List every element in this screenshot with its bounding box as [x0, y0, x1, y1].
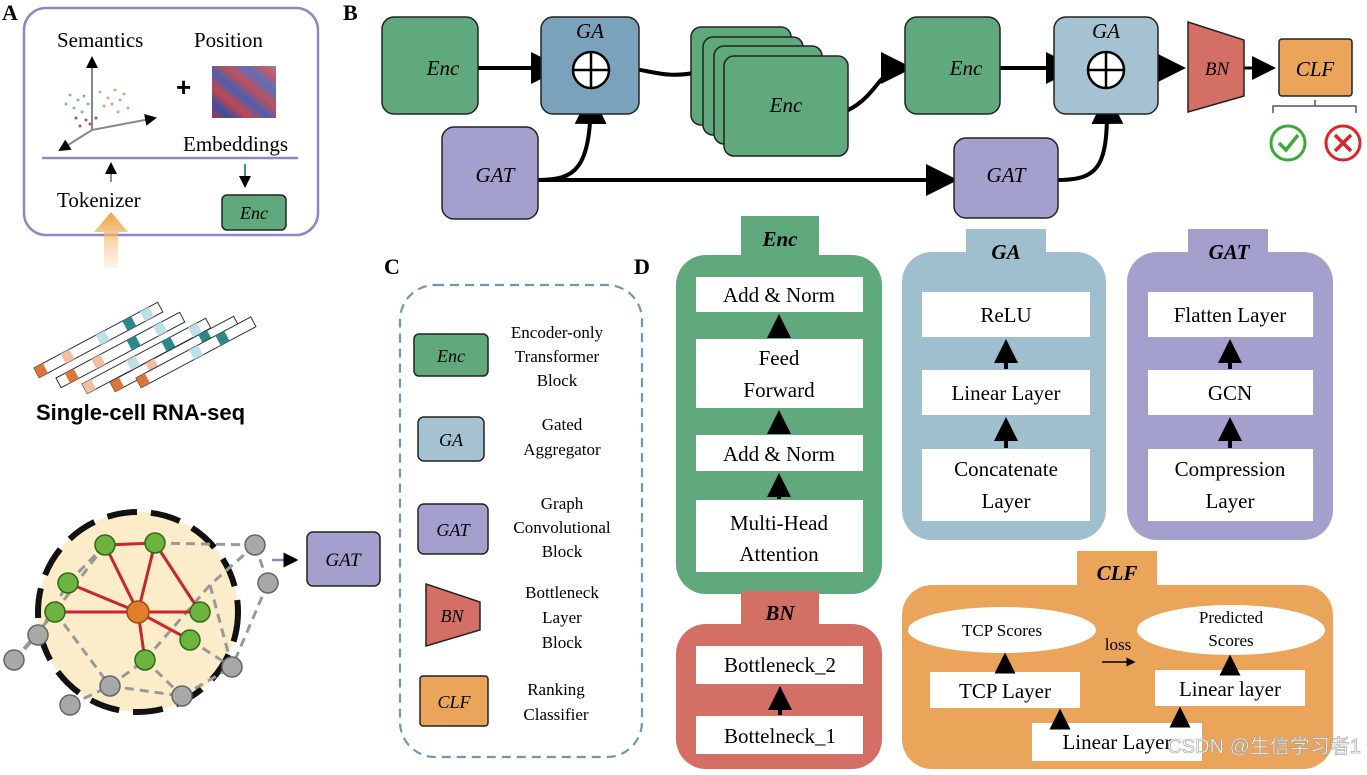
svg-text:Transformer: Transformer: [515, 347, 600, 366]
svg-text:Linear layer: Linear layer: [1179, 677, 1281, 701]
correct-icon: [1269, 124, 1307, 162]
svg-text:Feed: Feed: [759, 346, 800, 370]
svg-text:Add & Norm: Add & Norm: [723, 442, 835, 466]
small-enc-box: [221, 194, 287, 231]
data-source-label: Single-cell RNA-seq: [36, 400, 245, 425]
semantics-label: Semantics: [57, 28, 143, 52]
svg-text:BN: BN: [440, 606, 464, 626]
svg-text:GA: GA: [991, 240, 1020, 264]
svg-text:GAT: GAT: [1209, 240, 1251, 264]
small-enc-label: Enc: [239, 203, 268, 223]
b-ga-2-sum-icon: [1086, 50, 1126, 90]
b-gat-2-label: GAT: [987, 163, 1027, 187]
b-ga-2-label: GA: [1092, 19, 1120, 43]
embeddings-label: Embeddings: [183, 132, 288, 156]
svg-text:BN: BN: [764, 601, 795, 625]
panel-b-letter: B: [343, 0, 358, 25]
tokenizer-label: Tokenizer: [57, 188, 141, 212]
svg-text:Linear Layer: Linear Layer: [951, 381, 1060, 405]
svg-text:Forward: Forward: [743, 378, 815, 402]
sequence-strips: [33, 301, 257, 395]
svg-text:Scores: Scores: [1208, 631, 1253, 650]
b-ga-1-sum-icon: [571, 50, 611, 90]
position-label: Position: [194, 28, 263, 52]
d-enc-block: Enc Add & Norm Feed Forward Add & Norm M…: [676, 216, 882, 594]
cell-graph: [3, 509, 279, 716]
plus-sign: +: [176, 72, 191, 102]
svg-text:Add & Norm: Add & Norm: [723, 283, 835, 307]
svg-text:Convolutional: Convolutional: [513, 518, 611, 537]
d-clf-block: CLF TCP Scores Predicted Scores loss TCP…: [902, 551, 1333, 769]
svg-text:Block: Block: [542, 542, 583, 561]
svg-text:Predicted: Predicted: [1199, 608, 1264, 627]
svg-text:Multi-Head: Multi-Head: [730, 511, 828, 535]
svg-text:Gated: Gated: [542, 415, 583, 434]
svg-text:loss: loss: [1105, 635, 1131, 654]
svg-text:TCP Scores: TCP Scores: [962, 621, 1042, 640]
svg-text:Block: Block: [542, 633, 583, 652]
b-bn-label: BN: [1205, 59, 1231, 80]
panel-a-letter: A: [2, 0, 18, 25]
b-enc-1-label: Enc: [426, 56, 460, 80]
panel-c-letter: C: [384, 254, 400, 279]
legend-enc: Enc Encoder-only Transformer Block: [413, 323, 604, 390]
svg-text:Layer: Layer: [982, 489, 1031, 513]
b-enc-2-label: Enc: [949, 56, 983, 80]
b-ga-1-label: GA: [576, 19, 604, 43]
d-gat-block: GAT Flatten Layer GCN Compression Layer: [1127, 229, 1333, 540]
svg-text:GAT: GAT: [436, 520, 471, 540]
svg-text:Classifier: Classifier: [523, 705, 588, 724]
clf-bracket: [1272, 100, 1357, 113]
b-clf-label: CLF: [1296, 57, 1335, 81]
svg-text:CLF: CLF: [437, 692, 471, 712]
watermark: CSDN @生信学习者1: [1167, 735, 1361, 758]
svg-text:Enc: Enc: [761, 227, 798, 251]
svg-text:GCN: GCN: [1208, 381, 1252, 405]
svg-text:Aggregator: Aggregator: [523, 440, 601, 459]
legend-ga: GA Gated Aggregator: [417, 415, 601, 462]
semantic-scatter: [58, 56, 157, 152]
svg-text:Encoder-only: Encoder-only: [511, 323, 604, 342]
b-enc-stack: [690, 26, 849, 157]
panel-a-gat-label: GAT: [325, 550, 362, 571]
svg-text:TCP Layer: TCP Layer: [959, 679, 1051, 703]
position-encoding-image: [212, 66, 276, 118]
b-gat-2: [953, 137, 1059, 219]
panel-d-letter: D: [634, 254, 650, 279]
b-bn-box: [1187, 20, 1245, 113]
svg-text:Attention: Attention: [739, 542, 819, 566]
svg-text:CLF: CLF: [1097, 561, 1138, 585]
b-enc-1: [381, 16, 479, 115]
legend-bn: BN Bottleneck Layer Block: [425, 582, 599, 652]
svg-text:Compression: Compression: [1175, 457, 1286, 481]
d-ga-block: GA ReLU Linear Layer Concatenate Layer: [902, 229, 1106, 540]
wrong-icon: [1324, 124, 1362, 162]
svg-text:ReLU: ReLU: [980, 303, 1031, 327]
svg-text:Layer: Layer: [542, 608, 582, 627]
panel-a-gat-box: [306, 531, 381, 587]
svg-text:Concatenate: Concatenate: [954, 457, 1058, 481]
legend-frame: [398, 283, 644, 759]
legend-clf: CLF Ranking Classifier: [419, 675, 589, 727]
b-enc-2: [904, 16, 1001, 115]
b-gat-1: [441, 126, 539, 220]
b-clf-box: [1278, 38, 1353, 97]
svg-text:Block: Block: [537, 371, 578, 390]
svg-text:Linear Layer: Linear Layer: [1062, 730, 1171, 754]
svg-text:Bottleneck: Bottleneck: [525, 583, 599, 602]
svg-text:Bottleneck_2: Bottleneck_2: [724, 653, 836, 677]
svg-text:Bottelneck_1: Bottelneck_1: [724, 724, 836, 748]
legend-gat: GAT Graph Convolutional Block: [417, 494, 611, 561]
svg-text:Ranking: Ranking: [527, 680, 585, 699]
d-bn-block: BN Bottleneck_2 Bottelneck_1: [676, 591, 882, 769]
svg-text:GA: GA: [439, 430, 464, 450]
svg-text:Flatten Layer: Flatten Layer: [1174, 303, 1287, 327]
svg-text:Graph: Graph: [541, 494, 584, 513]
b-enc-stack-label: Enc: [769, 93, 803, 117]
b-gat-1-label: GAT: [476, 163, 516, 187]
svg-text:Enc: Enc: [436, 346, 465, 366]
input-arrow: [94, 212, 128, 268]
svg-text:Layer: Layer: [1206, 489, 1255, 513]
